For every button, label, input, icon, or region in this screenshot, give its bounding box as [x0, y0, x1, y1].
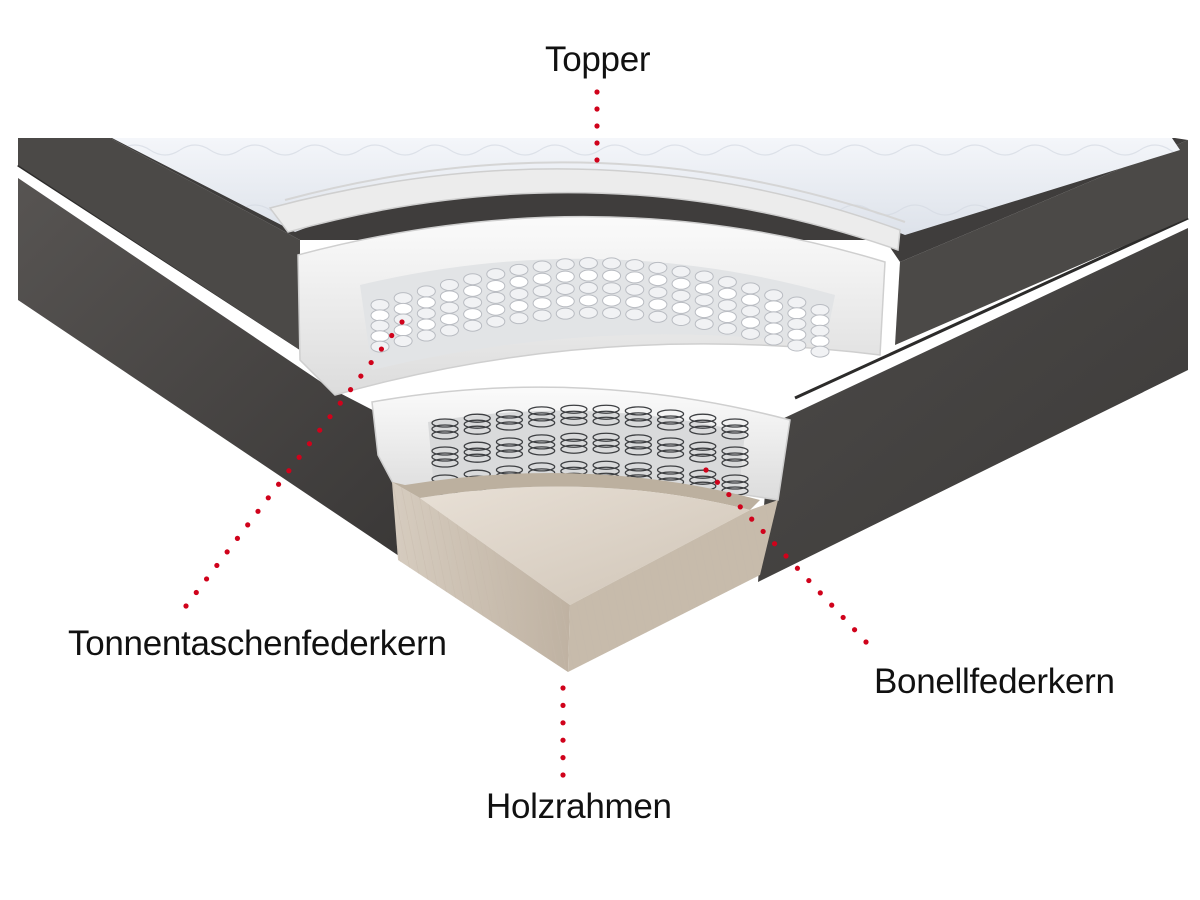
base-left-face — [18, 178, 405, 560]
pocket-spring — [509, 263, 529, 325]
base-right-face — [758, 228, 1188, 582]
mattress-right-face — [895, 140, 1188, 345]
pocket-spring — [532, 260, 552, 322]
leader-pocket-spring-core — [183, 319, 405, 609]
bonnell-spring — [721, 418, 749, 440]
pocket-spring — [671, 265, 691, 326]
bonnell-spring — [528, 434, 556, 456]
label-topper: Topper — [545, 40, 651, 79]
bonnell-spring — [431, 446, 459, 468]
label-pocket-spring-core: Tonnentaschenfederkern — [68, 624, 447, 663]
bonnell-spring — [689, 441, 717, 463]
bonnell-spring — [560, 432, 588, 454]
pocket-spring — [370, 299, 390, 353]
bonnell-spring — [624, 434, 652, 456]
topper-cut-edge — [268, 168, 901, 252]
leader-lines — [183, 89, 869, 778]
base-cutaway — [371, 386, 791, 672]
pocket-spring — [555, 258, 575, 320]
bonnell-spring — [592, 432, 620, 454]
bonnell-spring — [656, 437, 685, 459]
pocket-spring — [625, 259, 645, 321]
pocket-spring-icon — [370, 257, 830, 358]
wooden-frame-top — [392, 473, 760, 510]
bonnell-spring — [624, 406, 652, 428]
pocket-spring — [648, 261, 668, 323]
pocket-spring — [717, 276, 737, 335]
pocket-spring — [416, 285, 436, 342]
wooden-frame-floor — [420, 486, 750, 605]
pocket-spring — [602, 257, 622, 319]
coil-spring-icon — [431, 404, 749, 496]
pocket-spring — [694, 270, 714, 330]
bonnell-spring — [721, 446, 749, 468]
pocket-spring — [741, 282, 761, 340]
pocket-spring — [810, 304, 830, 358]
bonnell-spring — [656, 409, 685, 431]
topper-layer — [112, 138, 1180, 252]
pocket-spring — [578, 257, 598, 319]
pocket-spring — [486, 268, 506, 328]
bonnell-spring — [560, 404, 588, 426]
label-wooden-frame: Holzrahmen — [486, 787, 672, 826]
bonnell-spring — [463, 441, 491, 463]
pocket-spring — [439, 279, 459, 337]
mattress-cutaway — [297, 215, 886, 396]
bonnell-spring — [528, 406, 556, 428]
bonnell-spring — [495, 409, 524, 431]
pocket-spring — [393, 292, 413, 348]
bonnell-spring — [689, 413, 717, 435]
mattress-left-face — [18, 138, 300, 350]
bonnell-spring — [495, 437, 524, 459]
pocket-spring — [463, 273, 483, 332]
base-seam-right — [794, 216, 1189, 400]
leader-topper — [594, 89, 600, 163]
label-bonnell-spring-core: Bonellfederkern — [874, 662, 1115, 701]
leader-bonnell-spring-core — [703, 467, 869, 645]
bonnell-spring — [592, 404, 620, 426]
bonnell-spring — [431, 418, 459, 440]
pocket-spring — [787, 296, 807, 352]
pocket-spring — [764, 289, 784, 346]
leader-wooden-frame — [560, 685, 566, 778]
bonnell-spring — [463, 413, 491, 435]
